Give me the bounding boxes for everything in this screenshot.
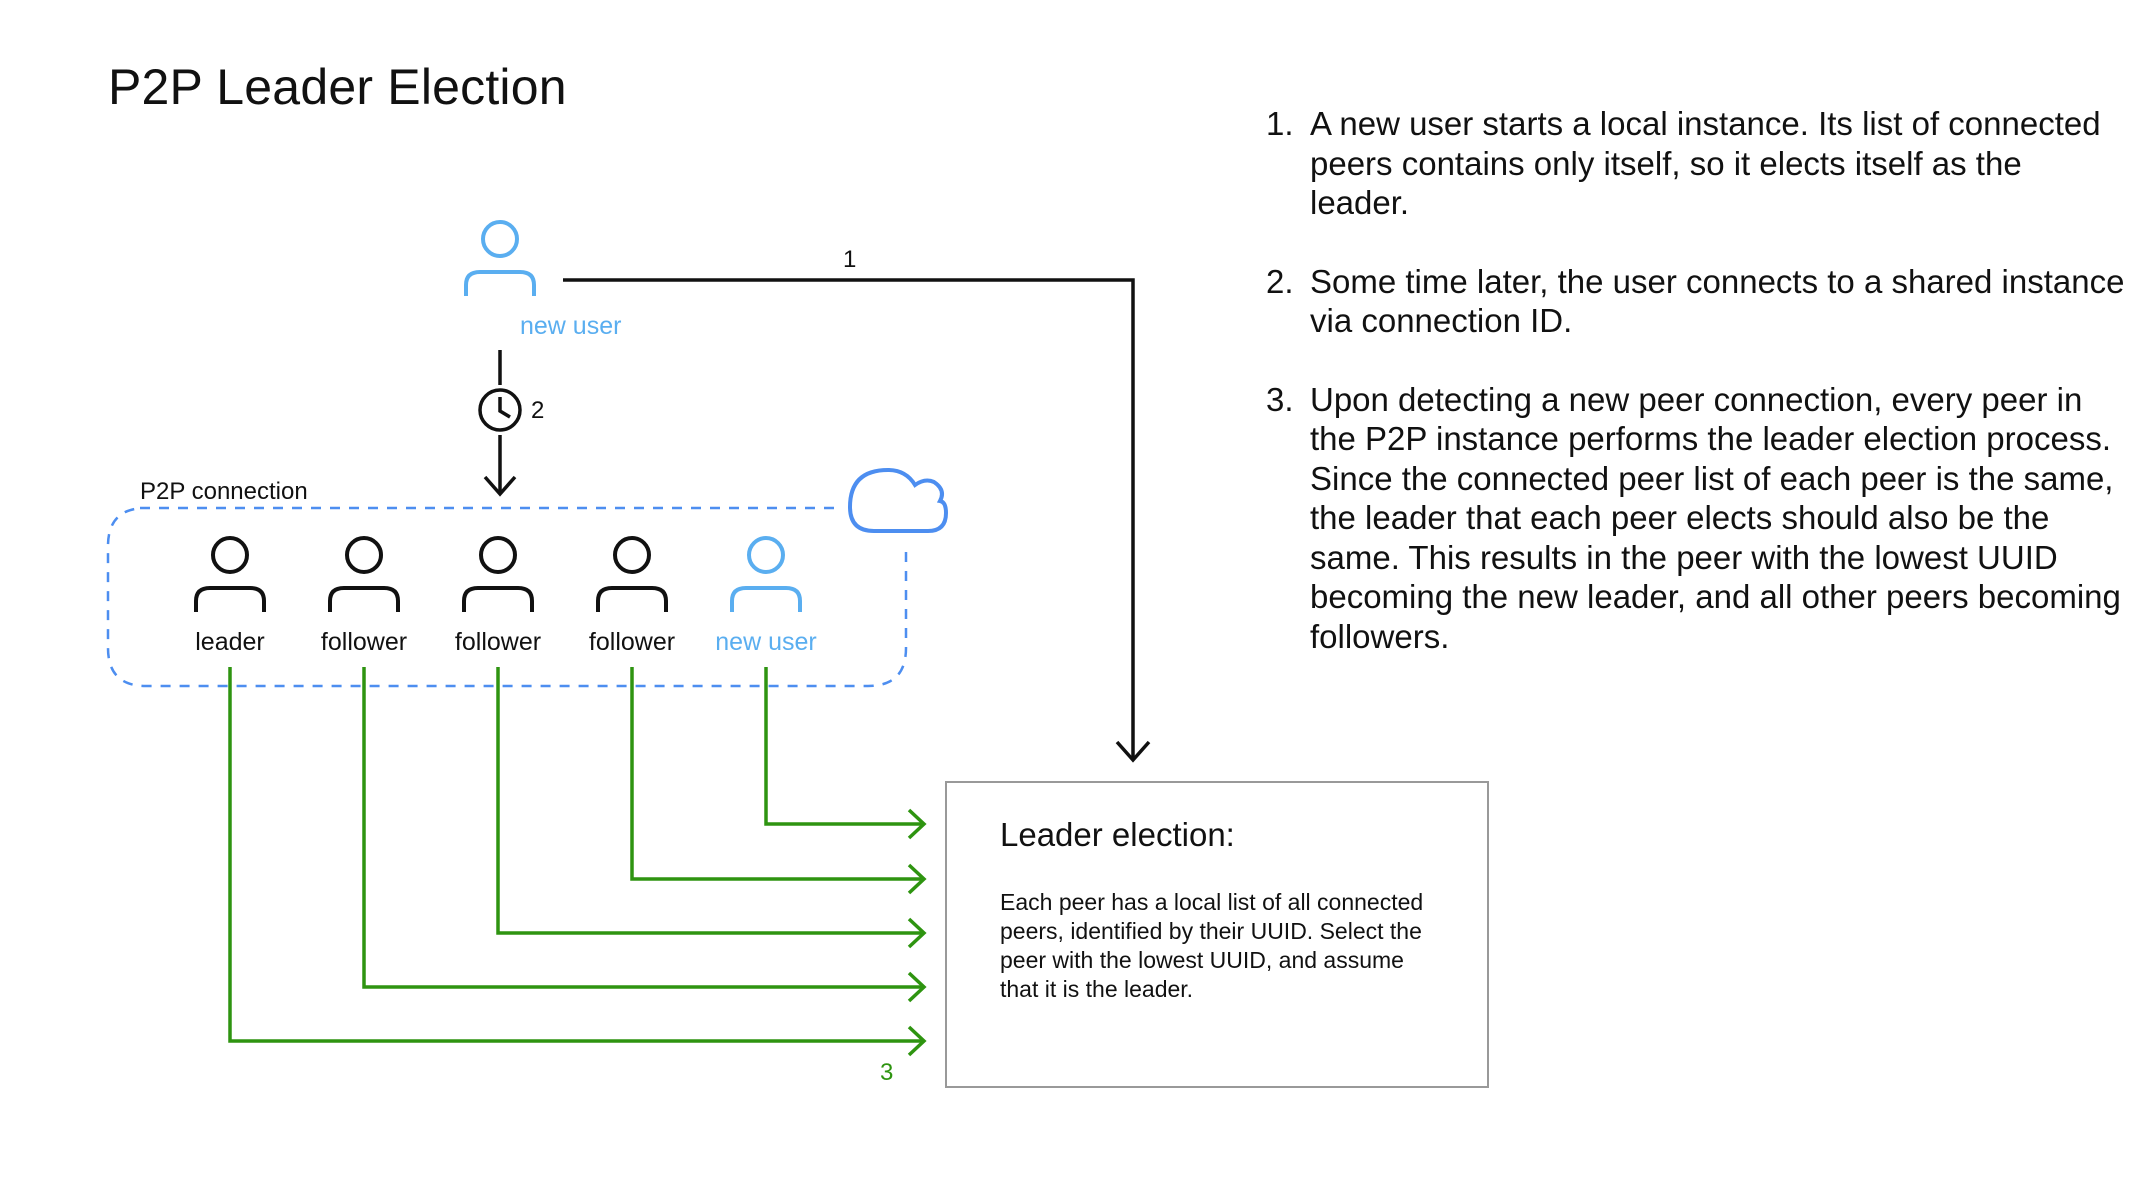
green-arrow-follower-3-head <box>907 863 927 895</box>
user-label-follower-2: follower <box>454 628 542 656</box>
green-arrow-new-user <box>764 667 924 826</box>
step-text: A new user starts a local instance. Its … <box>1310 105 2101 221</box>
step-number: 3. <box>1266 380 1294 418</box>
new-user-top-icon <box>464 220 536 296</box>
arrow-2-label: 2 <box>531 397 545 424</box>
green-arrow-leader <box>228 667 924 1043</box>
green-arrow-follower-3 <box>630 667 924 881</box>
p2p-connection-label: P2P connection <box>140 478 308 505</box>
cloud-icon <box>847 467 949 533</box>
green-arrow-follower-2-head <box>907 917 927 949</box>
p2p-connection-group <box>106 506 908 688</box>
user-label-new-user: new user <box>715 628 817 656</box>
user-icon-follower-2 <box>462 536 534 612</box>
user-icon-follower-1 <box>328 536 400 612</box>
user-icon-new-user <box>730 536 802 612</box>
clock-icon <box>478 388 522 432</box>
green-arrow-follower-1 <box>362 667 924 989</box>
leader-election-description: Each peer has a local list of all connec… <box>1000 889 1424 1002</box>
leader-election-box <box>945 781 1489 1088</box>
arrow-1 <box>563 278 1135 758</box>
step-text: Upon detecting a new peer connection, ev… <box>1310 380 2121 655</box>
step-item: 1. A new user starts a local instance. I… <box>1266 104 2126 223</box>
step-number: 2. <box>1266 262 1294 300</box>
step-item: 3. Upon detecting a new peer connection,… <box>1266 380 2126 657</box>
green-arrow-leader-head <box>907 1025 927 1057</box>
page-title: P2P Leader Election <box>108 59 567 115</box>
step-number: 1. <box>1266 105 1294 142</box>
user-label-leader: leader <box>195 628 265 656</box>
user-icon-follower-3 <box>596 536 668 612</box>
step-item: 2. Some time later, the user connects to… <box>1266 262 2126 341</box>
green-arrow-follower-2 <box>496 667 924 935</box>
arrow-1-label: 1 <box>843 246 857 273</box>
new-user-top-label: new user <box>520 312 622 340</box>
arrow-1-head <box>1115 740 1151 763</box>
arrow-3-label: 3 <box>880 1059 894 1086</box>
step-text: Some time later, the user connects to a … <box>1310 262 2125 340</box>
leader-election-title: Leader election: <box>1000 816 1235 853</box>
arrow-2-head <box>483 475 517 497</box>
steps-list: 1. A new user starts a local instance. I… <box>1266 104 2126 695</box>
user-label-follower-1: follower <box>320 628 408 656</box>
green-arrow-follower-1-head <box>907 971 927 1003</box>
green-arrow-new-user-head <box>907 808 927 840</box>
user-icon-leader <box>194 536 266 612</box>
user-label-follower-3: follower <box>588 628 676 656</box>
